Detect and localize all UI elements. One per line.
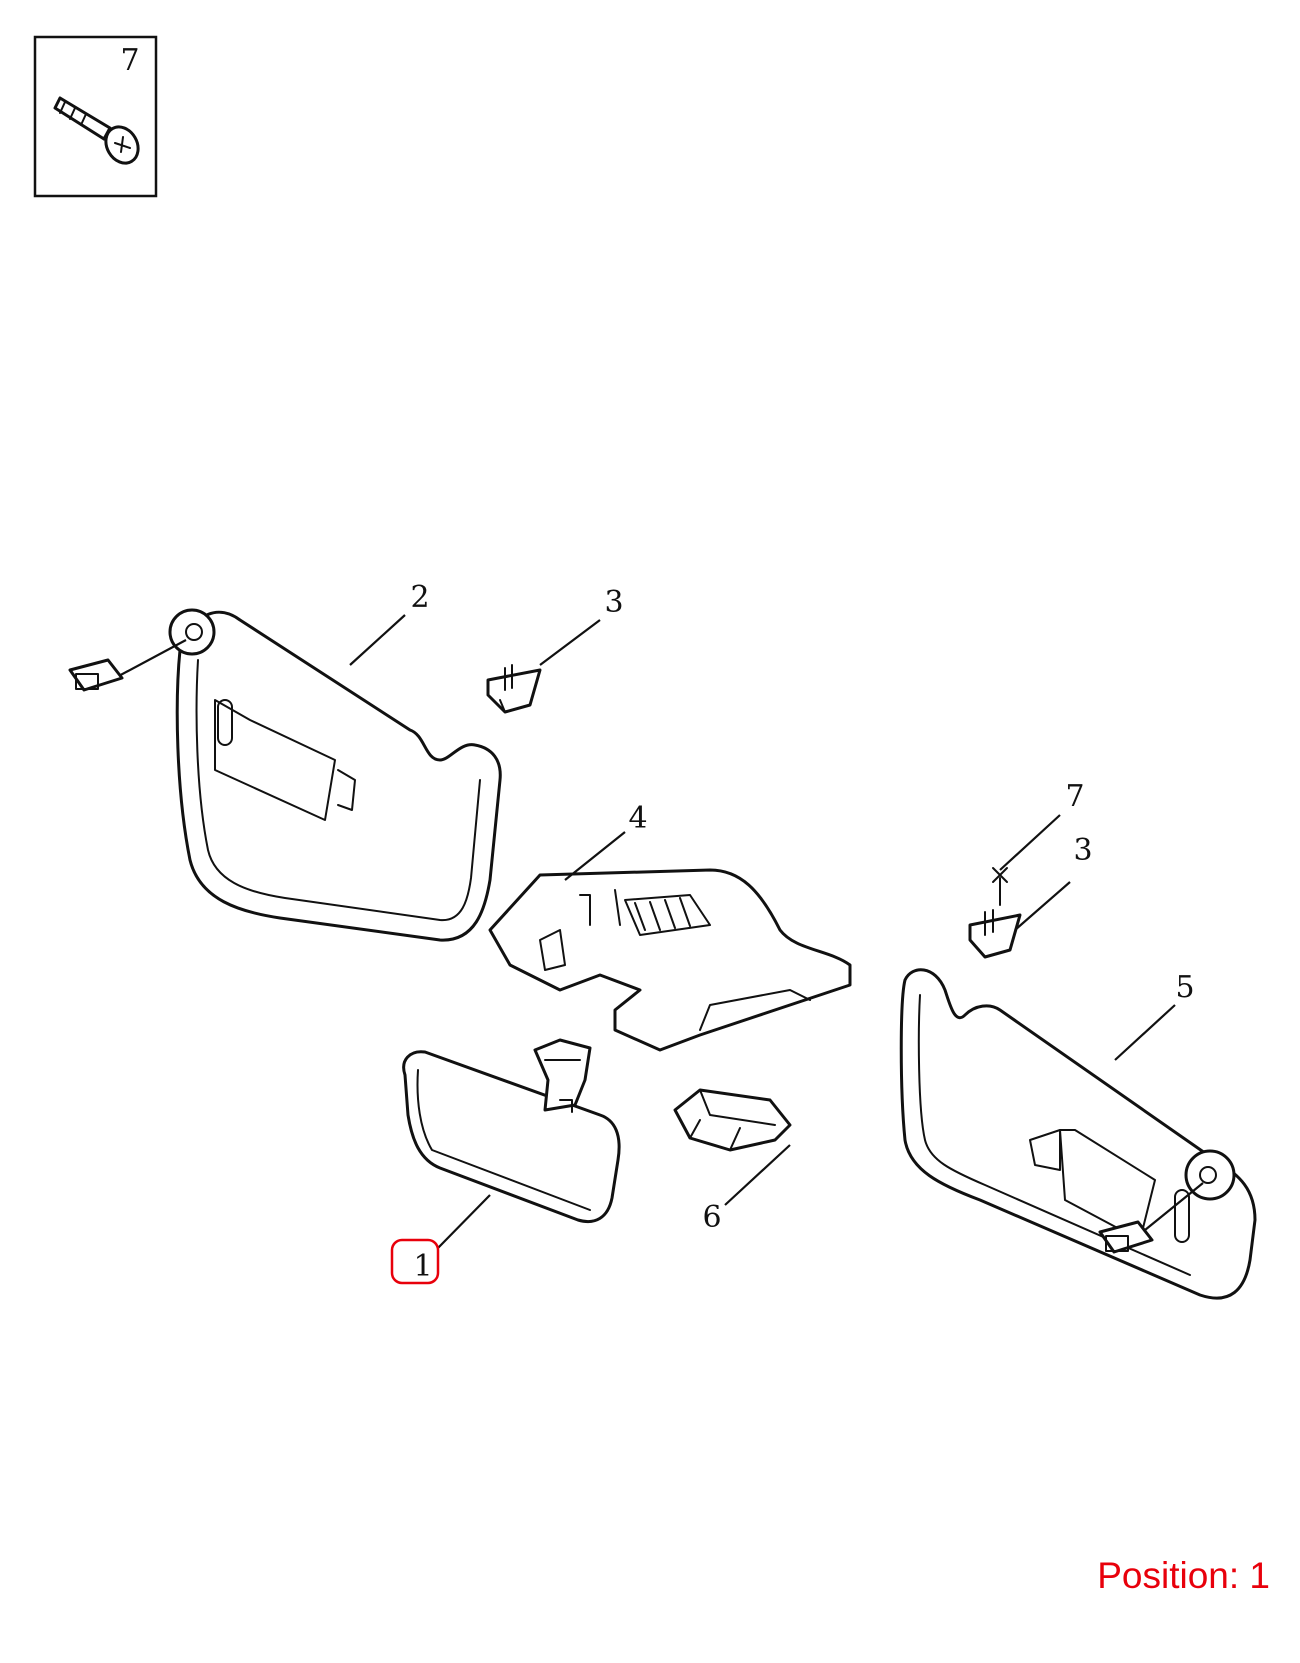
position-label: Position: 1: [1097, 1555, 1270, 1596]
inset-screw-box[interactable]: 7: [33, 35, 158, 198]
upper-clip[interactable]: [486, 664, 542, 714]
leader-lines: [349, 614, 1176, 1249]
callout-6[interactable]: 6: [702, 1200, 721, 1235]
callout-1[interactable]: 1: [413, 1249, 432, 1284]
screw-icon: [53, 96, 140, 165]
callout-7[interactable]: 7: [1065, 779, 1084, 814]
callout-3-right[interactable]: 3: [1073, 833, 1092, 868]
callout-5[interactable]: 5: [1175, 970, 1194, 1005]
right-sun-visor[interactable]: [899, 968, 1257, 1300]
callout-1-highlight: [390, 1238, 440, 1285]
callout-4[interactable]: 4: [628, 801, 647, 836]
overhead-console[interactable]: [488, 868, 852, 1052]
callout-3-upper[interactable]: 3: [604, 585, 623, 620]
right-clip[interactable]: [968, 867, 1022, 959]
mirror-bracket[interactable]: [673, 1088, 792, 1152]
rear-view-mirror[interactable]: [402, 1038, 621, 1223]
left-sun-visor[interactable]: [68, 608, 502, 942]
inset-callout-label: 7: [120, 43, 139, 78]
callout-2[interactable]: 2: [410, 580, 429, 615]
